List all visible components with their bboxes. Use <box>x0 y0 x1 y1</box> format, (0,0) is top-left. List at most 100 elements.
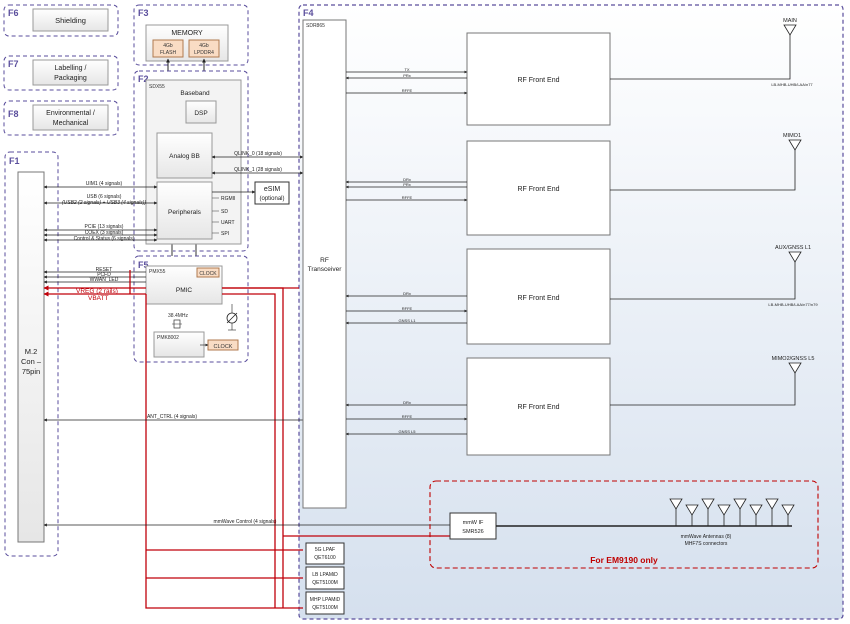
fe2-line-1: DRx <box>403 177 411 182</box>
antenna-mimo1-label: MIMO1 <box>783 133 801 139</box>
rf-transceiver: SDR865 RF Transceiver <box>302 19 347 509</box>
pa-mhp-lpamid: MHP LPAMiD QET5100M <box>305 591 345 615</box>
sd-label: SD <box>221 209 228 215</box>
qlink0-label: QLINK_0 (18 signals) <box>234 151 282 157</box>
fe1-line-2: PRx <box>403 73 411 78</box>
group-f5: F5 PMX55 CLOCK PMIC 38.4MHz PMK8002 CLOC… <box>133 255 249 363</box>
mmwave-antenna-icon <box>765 498 779 510</box>
mhf7s-label: MHF7S connectors <box>685 541 728 547</box>
m2-label-1: M.2 <box>25 347 38 356</box>
mmwave-antenna-icon <box>701 498 715 510</box>
mmwave-antenna-array <box>669 498 795 526</box>
mmwave-antenna-icon <box>685 504 699 516</box>
mmwave-region: For EM9190 only mmW IF SMR526 mmWave Ant… <box>429 480 819 569</box>
group-f7: F7 Labelling / Packaging <box>3 55 119 91</box>
pa1-label-1: 5G LPAF <box>315 547 335 553</box>
pa1-label-2: QET6100 <box>314 555 336 561</box>
wwan-led-signal: WWAN_LED <box>90 277 119 283</box>
baseband-label: Baseband <box>180 90 210 97</box>
pcie-signal: PCIE (13 signals) <box>85 224 124 230</box>
uim1-signal: UIM1 (4 signals) <box>86 181 123 187</box>
rgmii-label: RGMII <box>221 196 235 202</box>
sdx55-label: SDX55 <box>149 84 165 90</box>
mmwave-antenna-icon <box>781 504 795 516</box>
pa-lb-lpamid: LB LPAMiD QET5100M <box>305 566 345 590</box>
pmic-label: PMIC <box>176 287 193 294</box>
uart-label: UART <box>221 220 235 226</box>
group-f6-tag: F6 <box>8 8 19 18</box>
group-f3-tag: F3 <box>138 8 149 18</box>
pmx-clock-tag: CLOCK <box>199 271 217 277</box>
m2-signal-lines <box>43 185 158 284</box>
group-f1: F1 M.2 Con – 75pin <box>4 151 59 557</box>
mmwave-antenna-icon <box>717 504 731 516</box>
rf-front-end-2-label: RF Front End <box>517 186 559 193</box>
shielding-label: Shielding <box>55 16 86 25</box>
fe2-line-3: RFFE <box>402 195 413 200</box>
mmwave-antenna-icon <box>733 498 747 510</box>
rf-label: RF <box>320 257 329 264</box>
fe1-line-1: TX <box>404 67 409 72</box>
reset-signal: RESET <box>96 267 113 273</box>
antenna-aux-label: AUX/GNSS L1 <box>775 245 811 251</box>
group-f1-tag: F1 <box>9 156 20 166</box>
coex-signal: COEX (3 signals) <box>85 230 124 236</box>
usb-signal: USB (6 signals) <box>87 194 122 200</box>
rf-lines <box>345 70 468 436</box>
pmk-clock-label: CLOCK <box>214 344 233 350</box>
pcfd-signal: PCFD <box>97 272 111 278</box>
thermistor-icon <box>226 304 238 331</box>
group-f6: F6 Shielding <box>3 4 119 37</box>
dsp-label: DSP <box>194 110 207 117</box>
mmwave-antenna-icon <box>749 504 763 516</box>
rf-front-end-3: RF Front End <box>466 248 611 345</box>
rf-front-end-1-label: RF Front End <box>517 77 559 84</box>
rf-front-end-2: RF Front End <box>466 140 611 236</box>
pa2-label-2: QET5100M <box>312 580 338 586</box>
analog-bb-label: Analog BB <box>169 153 200 160</box>
group-f5-tag: F5 <box>138 260 149 270</box>
rf-front-end-1: RF Front End <box>466 32 611 126</box>
antenna-main-label: MAIN <box>783 18 797 24</box>
vbatt-signal: VBATT <box>88 295 108 302</box>
fe1-line-3: RFFE <box>402 88 413 93</box>
qlink1-label: QLINK_1 (28 signals) <box>234 167 282 173</box>
usb-detail-signal: (USB2 (2 signals) + USB3 (4 signals)) <box>62 200 146 206</box>
xtal-label: 38.4MHz <box>168 313 189 319</box>
group-f2: F2 SDX55 Baseband DSP Analog BB Peripher… <box>133 70 249 252</box>
antenna-icon-main <box>783 24 797 36</box>
group-f3: F3 MEMORY 4Gb FLASH 4Gb LPDDR4 <box>133 4 249 66</box>
fe4-line-1: DRx <box>403 400 411 405</box>
transceiver-label: Transceiver <box>308 266 343 273</box>
antenna-lines <box>610 35 796 406</box>
rf-front-end-3-label: RF Front End <box>517 295 559 302</box>
smr526-label: SMR526 <box>462 529 483 535</box>
antenna-main-band: LB-MHB-UHB/LAA/n77 <box>771 82 813 87</box>
rf-front-end-4-label: RF Front End <box>517 404 559 411</box>
fe3-line-1: DRx <box>403 291 411 296</box>
em9190-note: For EM9190 only <box>590 555 658 565</box>
pa-5g-lpaf: 5G LPAF QET6100 <box>305 542 345 565</box>
group-f8-tag: F8 <box>8 109 19 119</box>
antenna-mimo2-label: MIMO2/GNSS L5 <box>772 356 815 362</box>
memory-title: MEMORY <box>171 30 203 37</box>
flash-label: FLASH <box>160 50 177 56</box>
sdr865-label: SDR865 <box>306 23 325 29</box>
peripherals-label: Peripherals <box>168 209 202 216</box>
flash-size: 4Gb <box>163 43 173 49</box>
group-f8: F8 Environmental / Mechanical <box>3 100 119 136</box>
group-f7-tag: F7 <box>8 59 19 69</box>
m2-label-3: 75pin <box>22 367 40 376</box>
labelling-label: Labelling / <box>55 65 87 72</box>
environmental-label: Environmental / <box>46 110 95 117</box>
esim-box: eSIM (optional) <box>254 181 290 205</box>
packaging-label: Packaging <box>54 75 87 82</box>
ant-ctrl-label: ANT_CTRL (4 signals) <box>147 414 197 420</box>
esim-optional-label: (optional) <box>259 196 284 202</box>
mmw-if-label: mmW IF <box>463 520 484 526</box>
pa3-label-1: MHP LPAMiD <box>310 597 341 603</box>
pmx55-label: PMX55 <box>149 269 166 275</box>
esim-label: eSIM <box>264 186 281 193</box>
fe4-line-2: RFFE <box>402 414 413 419</box>
